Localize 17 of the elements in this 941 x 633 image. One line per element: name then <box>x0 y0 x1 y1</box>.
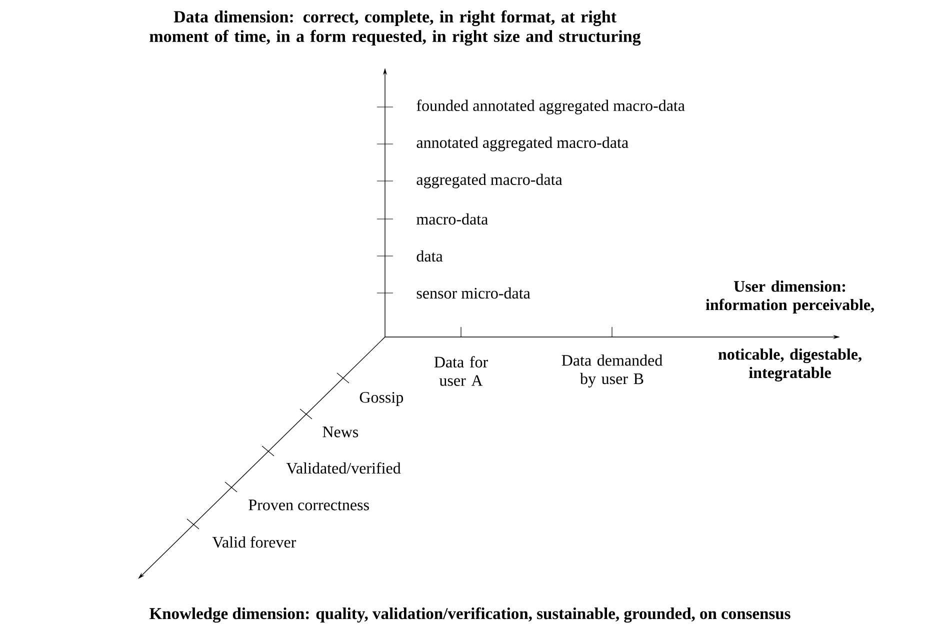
tick-label: Data for user A <box>434 356 488 386</box>
tick-label: Valid forever <box>212 536 296 548</box>
tick-label: Validated/verified <box>286 462 401 474</box>
axis-title: User dimension: information perceivable, <box>706 280 874 314</box>
tick-label: founded annotated aggregated macro-data <box>416 100 685 114</box>
tick-label: Proven correctness <box>248 500 369 510</box>
tick-label: Data demanded by user B <box>562 354 662 388</box>
axis-title: Knowledge dimension: quality, validation/verification, sustainable, grounded, on consensus <box>150 607 790 623</box>
tick-label: Gossip <box>360 392 404 406</box>
tick-label: annotated aggregated macro-data <box>416 136 628 152</box>
tick-label: aggregated macro-data <box>416 174 562 188</box>
axis-title: Data dimension: correct, complete, in right format, at right moment of time, in a form requested, in right size and structuring <box>150 10 641 46</box>
tick-label: sensor micro-data <box>416 287 530 299</box>
axis-title: noticable, digestable, integratable <box>718 348 862 382</box>
tick-label: News <box>322 426 358 438</box>
tick-label: data <box>416 250 443 262</box>
tick-label: macro-data <box>416 213 488 225</box>
